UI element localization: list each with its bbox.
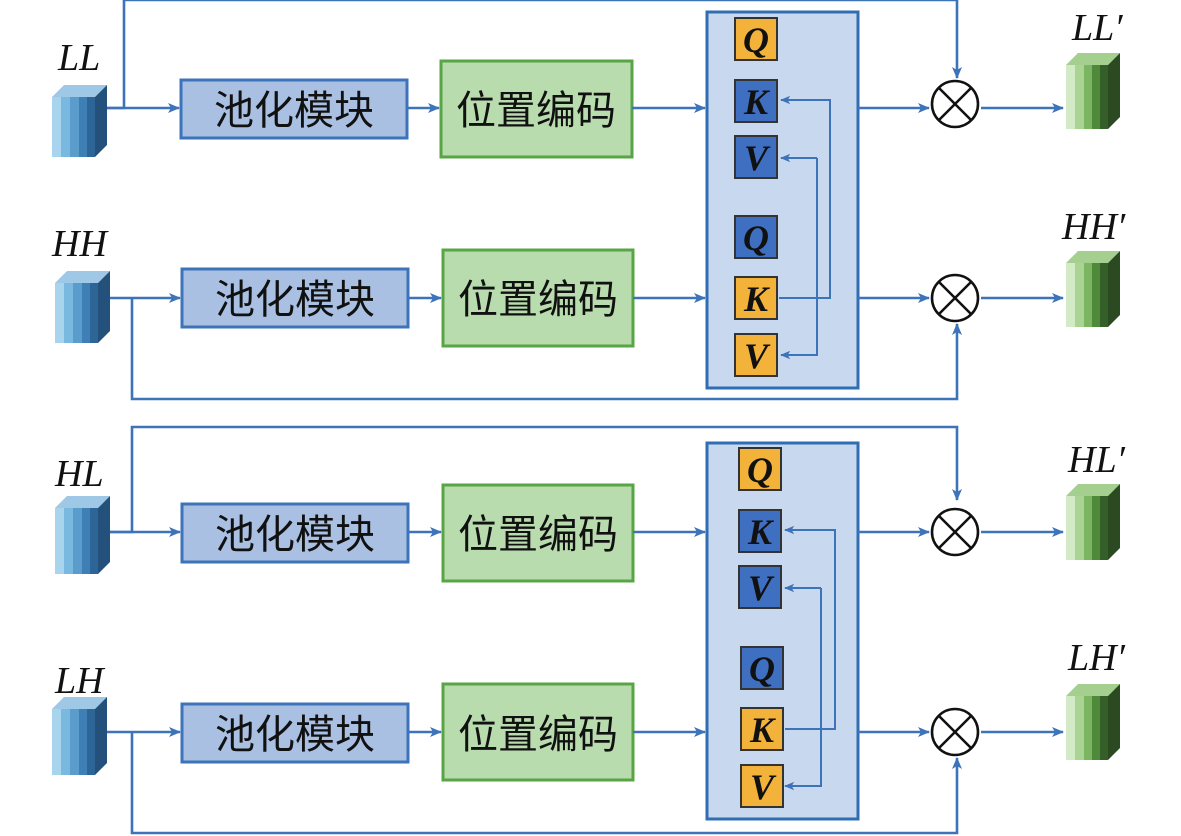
output-label-lh: LH′ — [1067, 637, 1126, 679]
circled-times-icon — [930, 273, 980, 323]
pos-label-hh: 位置编码 — [458, 277, 618, 323]
q-box-ll — [734, 17, 778, 61]
q-box-hl — [738, 447, 782, 491]
pos-box-ll — [439, 59, 634, 159]
output-label-hl: HL′ — [1067, 439, 1126, 481]
pos-label-ll: 位置编码 — [456, 88, 616, 134]
q-box-lh — [740, 646, 784, 690]
pos-label-lh: 位置编码 — [458, 712, 618, 758]
v-box-ll — [734, 135, 778, 179]
circled-times-icon — [930, 79, 980, 129]
input-cube-hh — [55, 271, 110, 343]
circled-times-icon — [930, 707, 980, 757]
pool-label-hl: 池化模块 — [215, 512, 375, 558]
attention-panel — [705, 10, 860, 390]
k-label-lh: K — [749, 710, 777, 750]
input-label-ll: LL — [57, 37, 100, 79]
input-cube-hl — [55, 496, 110, 574]
q-label-hh: Q — [743, 218, 769, 258]
v-box-lh — [740, 764, 784, 808]
attention-panel — [705, 441, 860, 821]
v-box-hl — [738, 565, 782, 609]
pool-label-hh: 池化模块 — [215, 277, 375, 323]
v-label-hl: V — [748, 568, 775, 608]
v-label-hh: V — [744, 336, 771, 376]
pool-label-ll: 池化模块 — [214, 88, 374, 134]
pool-box-lh — [180, 702, 410, 764]
k-box-lh — [740, 707, 784, 751]
q-label-lh: Q — [749, 649, 775, 689]
output-cube-lh — [1066, 684, 1120, 760]
input-cube-ll — [52, 85, 107, 157]
k-box-hl — [738, 509, 782, 553]
v-label-lh: V — [750, 767, 777, 807]
k-label-hh: K — [743, 279, 771, 319]
pool-box-hh — [180, 267, 410, 329]
v-box-hh — [734, 333, 778, 377]
pos-box-lh — [441, 682, 635, 782]
pos-box-hl — [441, 483, 635, 583]
v-label-ll: V — [744, 138, 771, 178]
group-1: LL 池化模块 位置编码 Q K V Q K V HH 池化模块 — [51, 0, 1126, 401]
k-box-ll — [734, 79, 778, 123]
output-cube-hh — [1066, 251, 1120, 327]
circled-times-icon — [930, 507, 980, 557]
pool-box-hl — [180, 502, 410, 564]
q-label-ll: Q — [743, 20, 769, 60]
connections-group-2 — [107, 425, 1064, 835]
group-2: HL 池化模块 位置编码 Q K V Q K V LH 池化模块 位置 — [52, 425, 1126, 835]
output-cube-ll — [1066, 53, 1120, 129]
output-label-hh: HH′ — [1061, 206, 1126, 248]
input-label-hh: HH — [51, 223, 109, 265]
input-cube-lh — [52, 697, 107, 775]
connections-group-1 — [107, 0, 1064, 401]
k-label-ll: K — [743, 82, 771, 122]
input-label-lh: LH — [54, 660, 106, 702]
q-label-hl: Q — [747, 450, 773, 490]
k-label-hl: K — [747, 512, 775, 552]
input-label-hl: HL — [54, 453, 104, 495]
pos-label-hl: 位置编码 — [458, 512, 618, 558]
output-label-ll: LL′ — [1071, 7, 1123, 49]
pool-label-lh: 池化模块 — [215, 712, 375, 758]
output-cube-hl — [1066, 484, 1120, 560]
q-box-hh — [734, 215, 778, 259]
k-box-hh — [734, 276, 778, 320]
